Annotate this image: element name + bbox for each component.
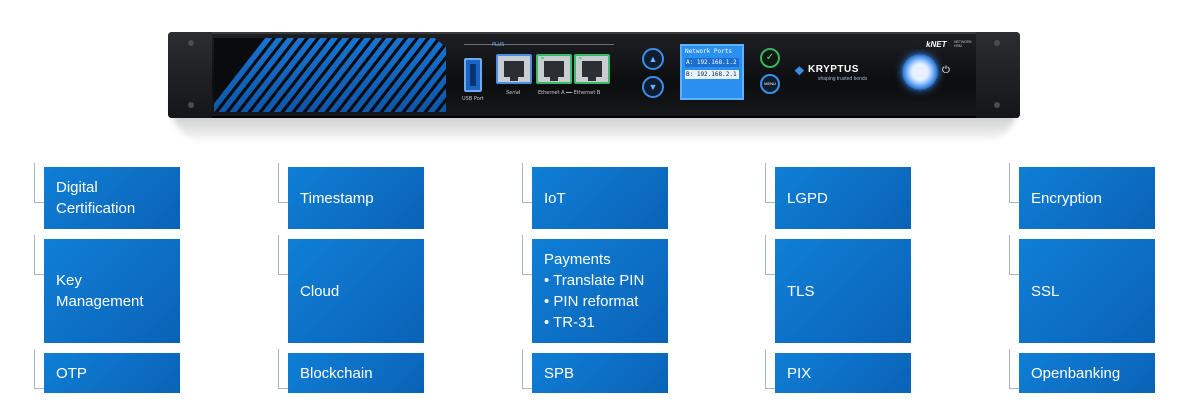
device-front-panel: USB Port PLUS Serial Ethernet A ━━ Ether…: [168, 32, 1020, 118]
feature-tile-label: SPB: [544, 364, 575, 382]
feature-tile: TLS: [775, 239, 911, 343]
feature-tile-label: • TR-31: [544, 314, 595, 331]
feature-tile: SSL: [1019, 239, 1155, 343]
ok-button[interactable]: ✓: [760, 48, 780, 68]
feature-tile-label: Management: [56, 293, 144, 310]
brand-logo: ❖ KRYPTUS: [794, 64, 859, 78]
menu-button[interactable]: MENU: [760, 74, 780, 94]
feature-tile: IoT: [532, 167, 668, 229]
io-bracket-line: [464, 44, 614, 45]
screw-icon: [994, 102, 1000, 108]
ventilation-grille: [214, 38, 446, 112]
tile-bracket: [765, 163, 775, 203]
tile-bracket: [1009, 235, 1019, 275]
feature-tile-label: PIX: [787, 364, 812, 382]
feature-tile-label: Digital: [56, 179, 98, 196]
nav-down-button[interactable]: ▼: [642, 76, 664, 98]
brand-tagline: shaping trusted bonds: [818, 76, 868, 82]
tile-bracket: [1009, 163, 1019, 203]
feature-tile-label: Certification: [56, 200, 136, 217]
ethernet-label: Ethernet A ━━ Ethernet B: [538, 90, 601, 96]
lcd-display: Network Ports A: 192.168.1.2 B: 192.168.…: [680, 44, 744, 100]
feature-tile-label: Openbanking: [1031, 364, 1121, 382]
feature-tile-label: Blockchain: [300, 364, 373, 382]
feature-tile: LGPD: [775, 167, 911, 229]
feature-tile-label: TLS: [787, 282, 815, 300]
tile-bracket: [522, 235, 532, 275]
model-subtitle: NETWORK HSM: [954, 40, 972, 48]
ethernet-b-port: [574, 54, 610, 84]
tile-bracket: [34, 235, 44, 275]
feature-tile-label: Key: [56, 272, 82, 289]
feature-tile: Blockchain: [288, 353, 424, 393]
tile-bracket: [278, 349, 288, 389]
usb-port-label: USB Port: [462, 96, 484, 102]
lcd-title: Network Ports: [685, 48, 732, 55]
tile-bracket: [278, 235, 288, 275]
model-name: kNET: [926, 40, 947, 49]
serial-port-label: Serial: [506, 90, 521, 96]
power-knob[interactable]: [902, 54, 938, 90]
feature-tile: Payments • Translate PIN • PIN reformat • T…: [532, 239, 668, 343]
usb-port: [464, 58, 482, 92]
power-icon: ⏻: [942, 65, 950, 76]
feature-tile-label: Cloud: [300, 282, 340, 300]
tile-bracket: [34, 349, 44, 389]
feature-tile: Openbanking: [1019, 353, 1155, 393]
plus-label: PLUS: [492, 42, 505, 48]
serial-port: [496, 54, 532, 84]
nav-up-button[interactable]: ▲: [642, 48, 664, 70]
chevron-down-icon: ▼: [648, 82, 658, 92]
rack-ear-right: [976, 32, 1020, 118]
feature-tile-label: IoT: [544, 189, 566, 207]
tile-bracket: [522, 349, 532, 389]
lcd-line-a: A: 192.168.1.2: [685, 58, 739, 67]
feature-tile-label: • Translate PIN: [544, 272, 645, 289]
feature-tile-label: OTP: [56, 364, 87, 382]
tile-bracket: [1009, 349, 1019, 389]
feature-tile-label: Timestamp: [300, 189, 374, 207]
screw-icon: [188, 40, 194, 46]
brand-name: KRYPTUS: [808, 64, 859, 75]
feature-tile: Encryption: [1019, 167, 1155, 229]
feature-tile-label: • PIN reformat: [544, 293, 639, 310]
feature-tile-label: Encryption: [1031, 189, 1102, 207]
feature-tile-label: LGPD: [787, 189, 828, 207]
feature-tile: PIX: [775, 353, 911, 393]
check-icon: ✓: [765, 52, 775, 63]
screw-icon: [994, 40, 1000, 46]
tile-bracket: [765, 349, 775, 389]
feature-tile: SPB: [532, 353, 668, 393]
chevron-up-icon: ▲: [648, 54, 658, 64]
tile-bracket: [278, 163, 288, 203]
rack-ear-left: [168, 32, 212, 118]
feature-tile-label: Payments: [544, 251, 611, 268]
screw-icon: [188, 102, 194, 108]
tile-bracket: [522, 163, 532, 203]
feature-tile: OTP: [44, 353, 180, 393]
tile-bracket: [34, 163, 44, 203]
lcd-line-b: B: 192.168.2.1: [685, 70, 739, 79]
tile-bracket: [765, 235, 775, 275]
hsm-appliance: USB Port PLUS Serial Ethernet A ━━ Ether…: [164, 0, 1024, 150]
feature-tile: Cloud: [288, 239, 424, 343]
ethernet-a-port: [536, 54, 572, 84]
feature-tile: Timestamp: [288, 167, 424, 229]
feature-tile-label: SSL: [1031, 282, 1060, 300]
kryptus-logo-icon: ❖: [794, 64, 806, 78]
